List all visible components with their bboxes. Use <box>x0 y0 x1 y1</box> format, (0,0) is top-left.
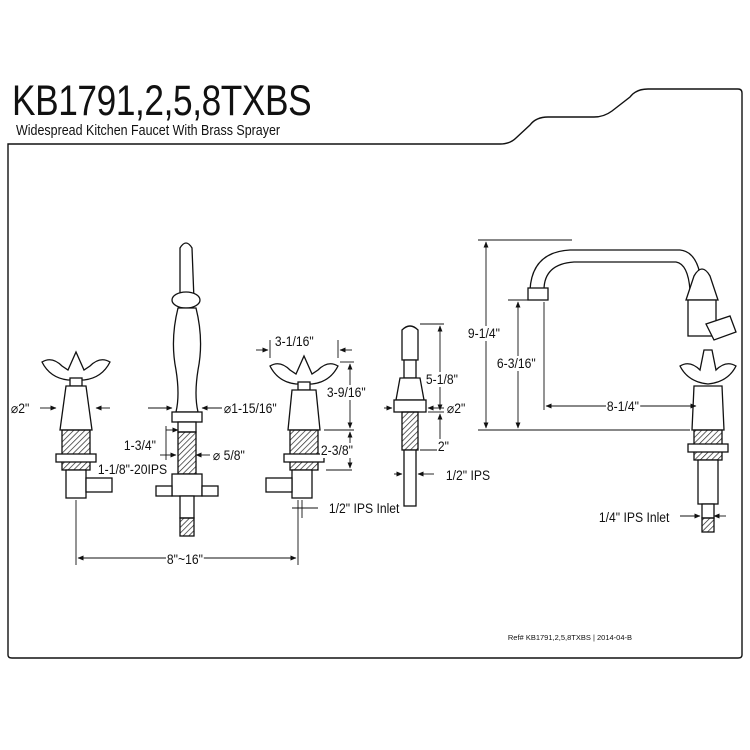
drawing-frame <box>7 88 743 659</box>
right-handle-valve <box>265 354 339 499</box>
supply-thread-label: 1-1/8"-20IPS <box>97 462 168 477</box>
valve-inlet-label: 1/2" IPS Inlet <box>328 501 401 516</box>
center-spout <box>155 242 219 537</box>
sprayer-height-label: 5-1/8" <box>425 372 459 387</box>
spout-base-diameter-label: ⌀1-15/16" <box>223 401 278 416</box>
side-view-faucet <box>527 249 737 533</box>
model-number: KB1791,2,5,8TXBS <box>12 77 312 125</box>
left-handle-valve <box>41 350 113 499</box>
sprayer-thread-label: 1/2" IPS <box>445 468 491 483</box>
spout-inlet-label: 1/4" IPS Inlet <box>598 510 671 525</box>
handle-height-label: 3-9/16" <box>326 385 367 400</box>
spread-label: 8"~16" <box>166 552 204 567</box>
sprayer-shank-label: 2" <box>437 439 450 454</box>
sprayer-base-diameter-label: ⌀2" <box>446 401 467 416</box>
shank-length-label: 2-3/8" <box>320 443 354 458</box>
product-description: Widespread Kitchen Faucet With Brass Spr… <box>16 123 281 139</box>
handle-clearance-label: 1-3/4" <box>123 438 157 453</box>
spout-reach-label: 8-1/4" <box>606 399 640 414</box>
spout-clearance-label: 6-3/16" <box>496 356 537 371</box>
overall-height-label: 9-1/4" <box>467 326 501 341</box>
sprayer <box>393 325 427 507</box>
reference-number: Ref# KB1791,2,5,8TXBS | 2014-04-B <box>507 633 632 642</box>
hole-diameter-label: ⌀ 5/8" <box>212 448 246 463</box>
handle-width-label: 3-1/16" <box>274 334 315 349</box>
handle-diameter-label: ⌀2" <box>10 401 31 416</box>
